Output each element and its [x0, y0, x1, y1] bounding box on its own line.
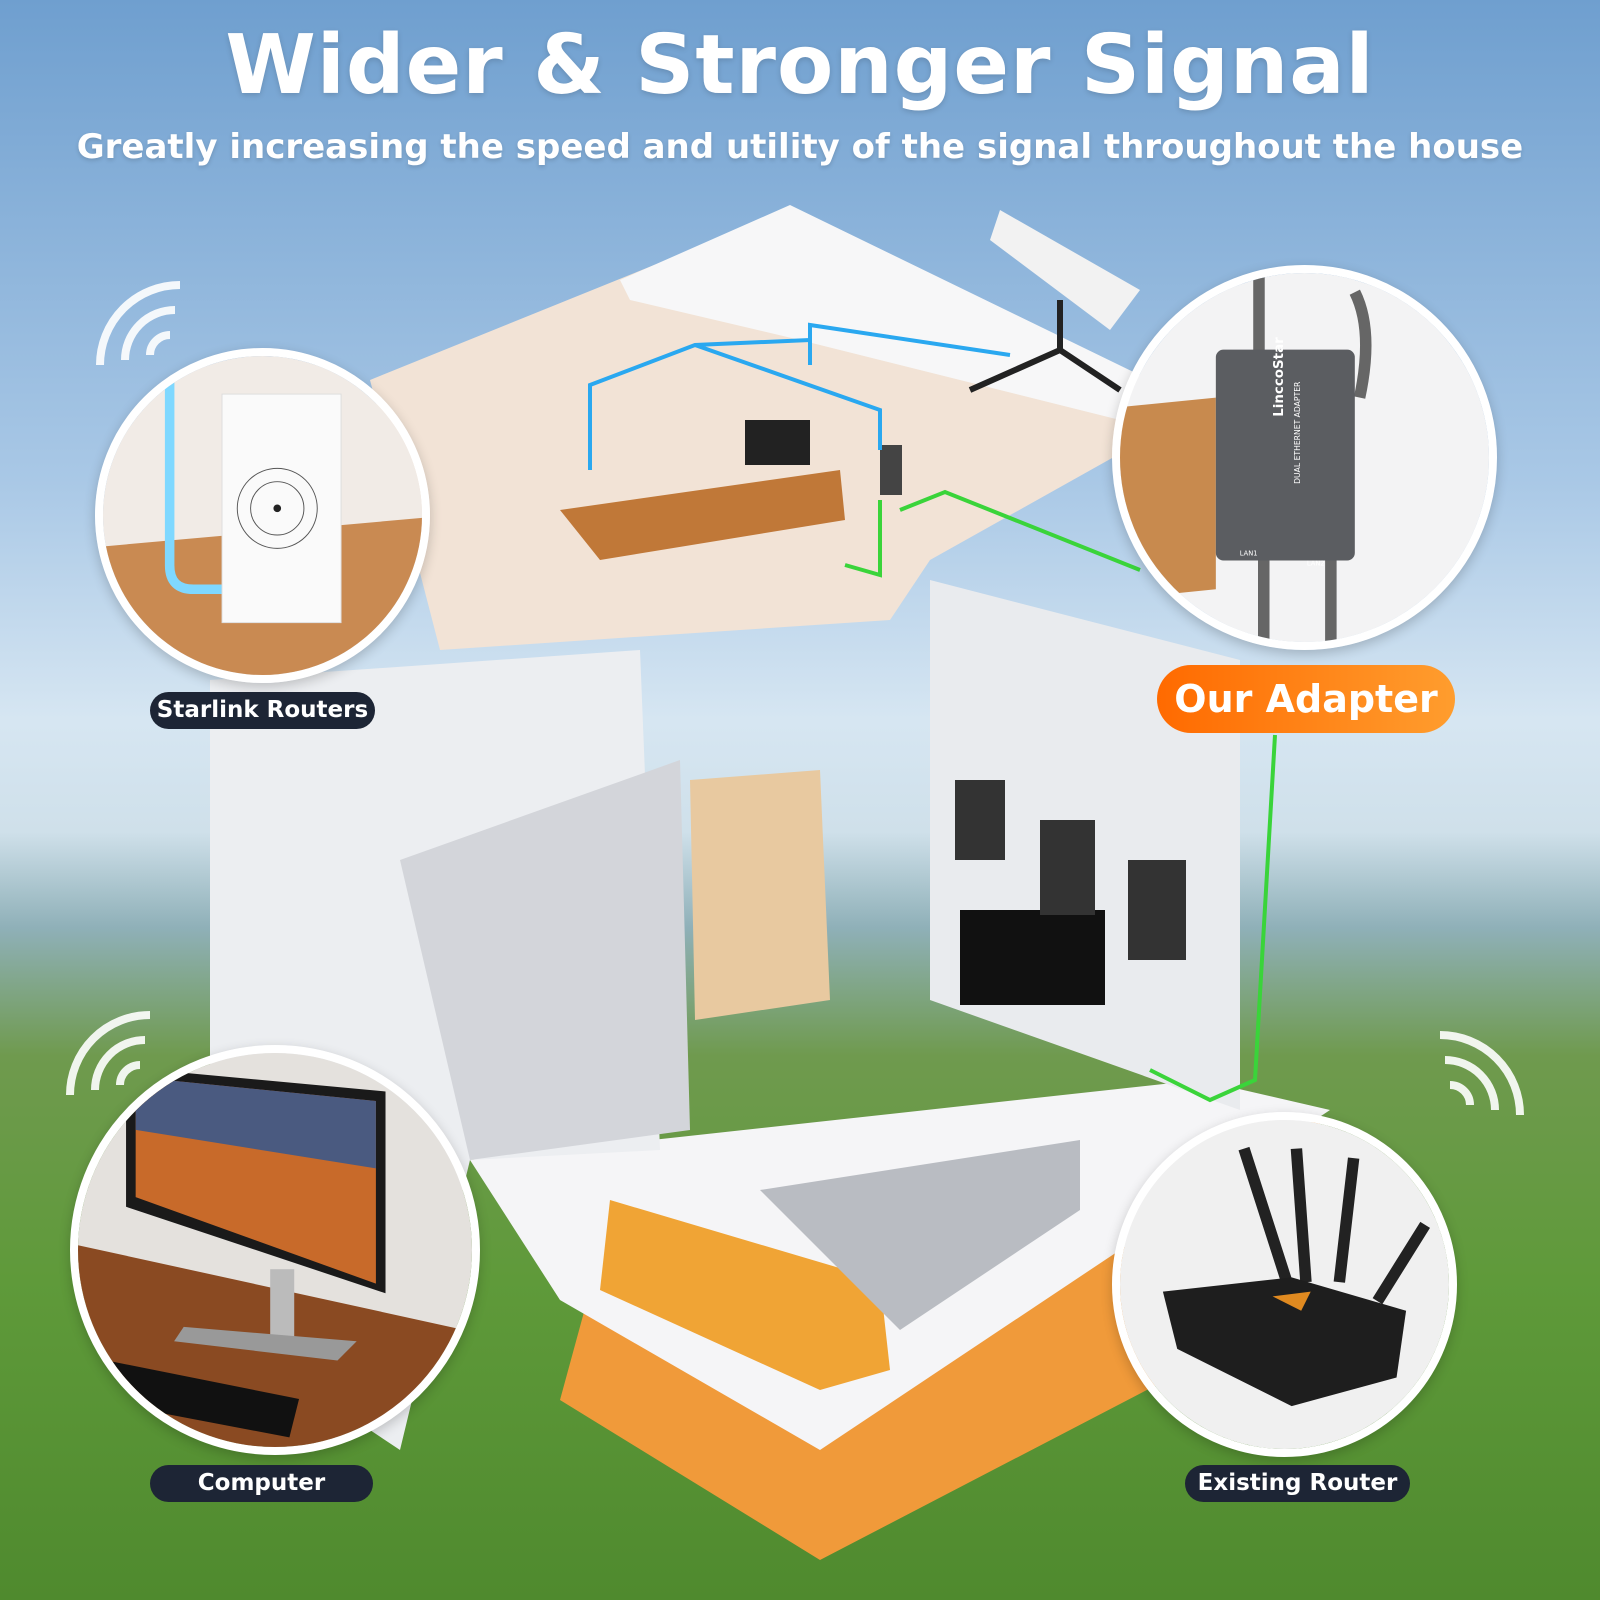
page-subtitle: Greatly increasing the speed and utility… — [76, 127, 1524, 167]
adapter-product-text: DUAL ETHERNET ADAPTER — [1293, 381, 1302, 484]
port-lan2: LAN2 — [1307, 559, 1325, 567]
starlink-router-image — [95, 348, 430, 683]
adapter-brand: LinccoStar — [1272, 337, 1287, 417]
cable-out — [844, 489, 1277, 1103]
computer-image — [70, 1045, 480, 1455]
wifi-icon — [66, 1011, 151, 1096]
wifi-icon — [1439, 1031, 1524, 1116]
cable-in — [588, 322, 1011, 470]
port-lan1: LAN1 — [1240, 550, 1258, 558]
ethernet-adapter-icon — [1215, 349, 1355, 561]
router-image — [1112, 1112, 1457, 1457]
adapter-image: LinccoStar DUAL ETHERNET ADAPTER LAN1 LA… — [1112, 265, 1497, 650]
our-adapter-label: Our Adapter — [1157, 665, 1455, 733]
existing-router-label: Existing Router — [1185, 1465, 1410, 1502]
wifi-icon — [96, 281, 181, 366]
router-icon — [1162, 1277, 1407, 1407]
starlink-routers-label: Starlink Routers — [150, 692, 375, 729]
computer-label: Computer — [150, 1465, 373, 1502]
starlink-router-icon — [221, 393, 342, 624]
page-title: Wider & Stronger Signal — [225, 18, 1375, 113]
